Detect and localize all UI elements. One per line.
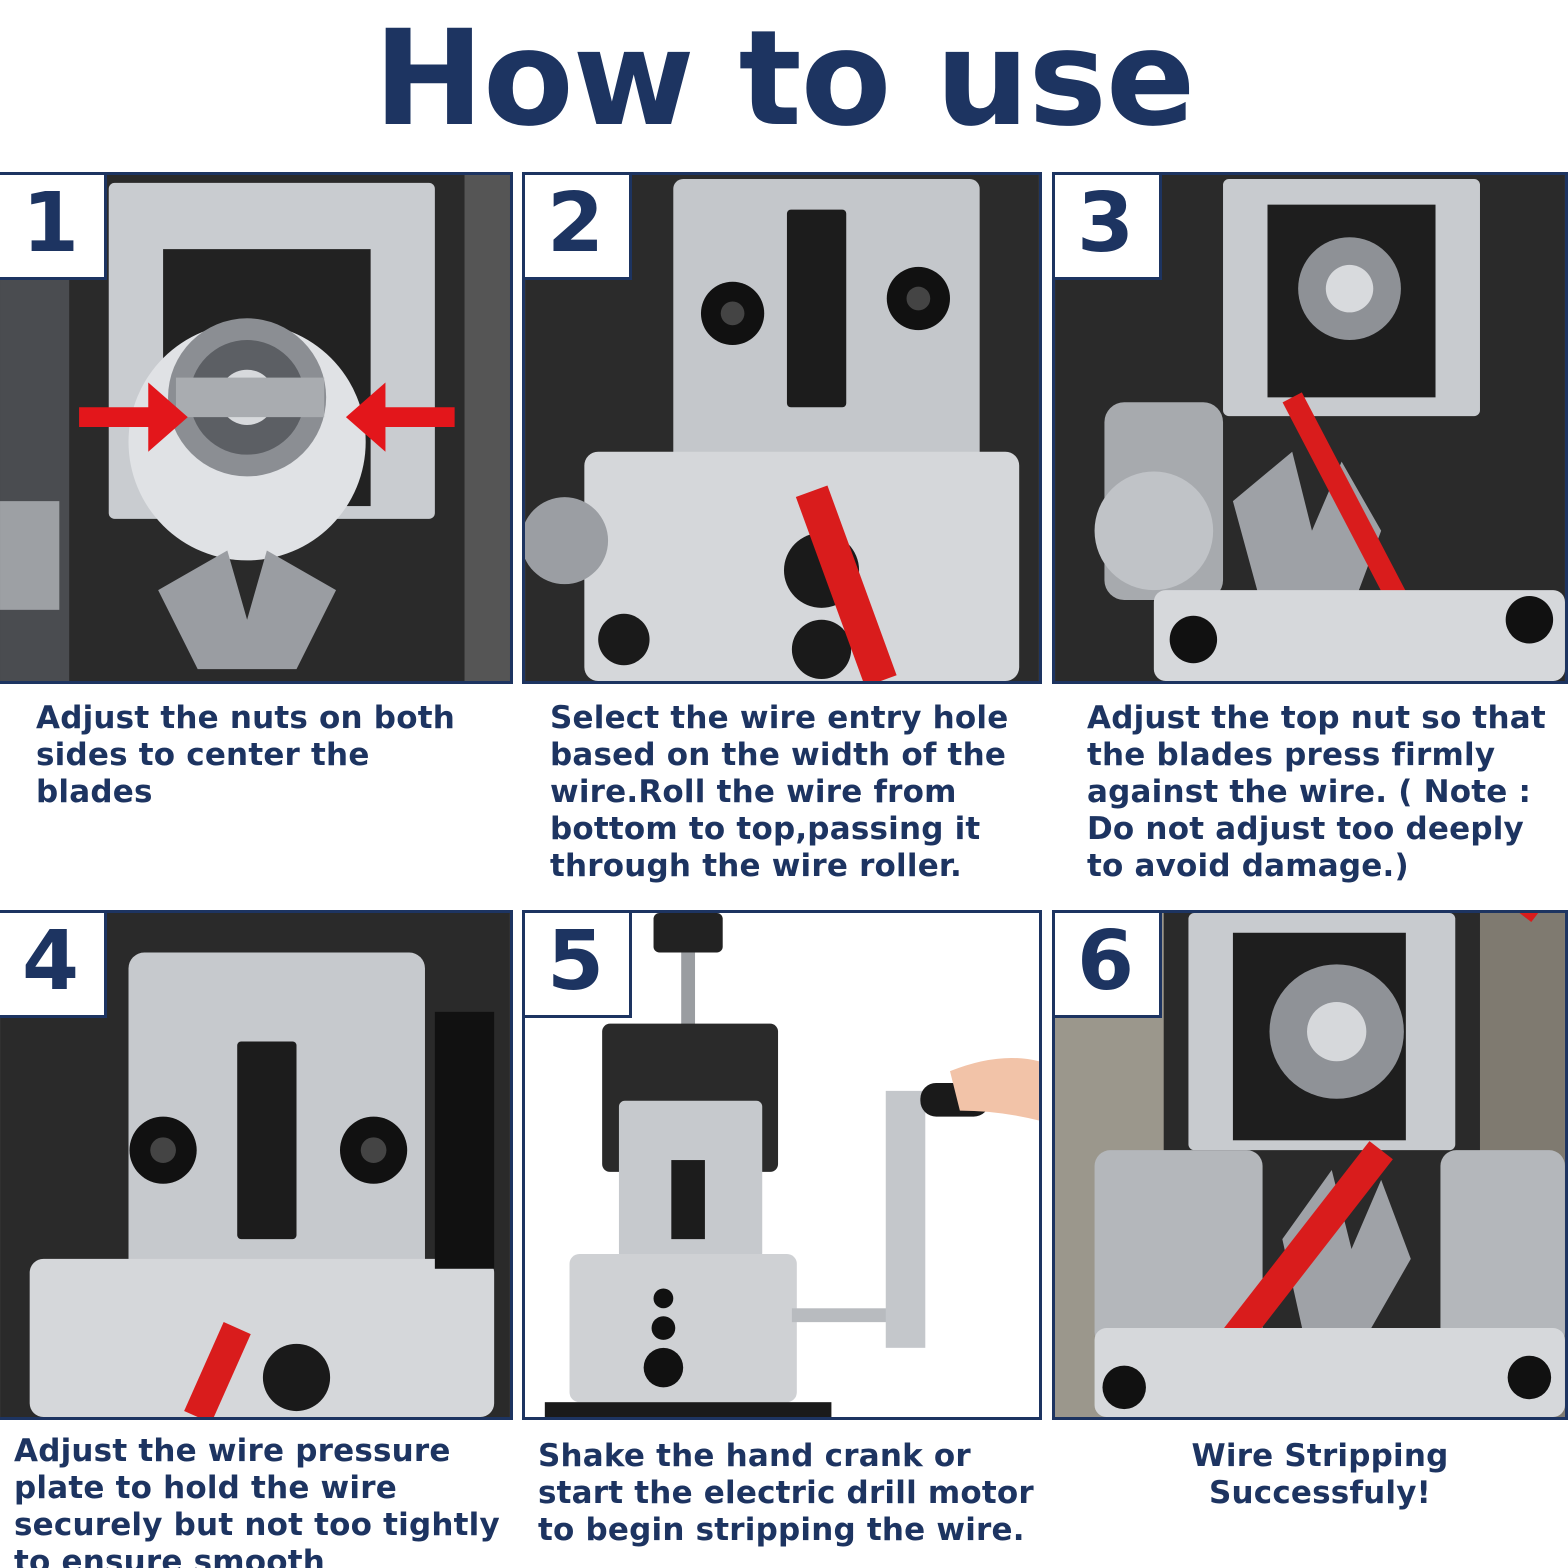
step-2-number: 2 [525,175,632,280]
step-5-caption: Shake the hand crank or start the electr… [538,1438,1034,1548]
step-6-caption: Wire Stripping Successfuly! [1191,1438,1449,1511]
step-2-illustration [525,175,1039,681]
page-title: How to use [373,2,1196,156]
step-5-photo: 5 [522,910,1042,1420]
step-3-number: 3 [1055,175,1162,280]
step-4-number: 4 [0,913,107,1018]
step-2-photo: 2 [522,172,1042,684]
step-5-number: 5 [525,913,632,1018]
step-2-caption: Select the wire entry hole based on the … [550,700,1009,884]
step-1-photo: 1 [0,172,513,684]
step-4-caption: Adjust the wire pressure plate to hold t… [14,1433,500,1568]
step-3-photo: 3 [1052,172,1568,684]
step-4-illustration [0,913,510,1417]
step-1-number: 1 [0,175,107,280]
step-1-caption: Adjust the nuts on both sides to center … [36,700,455,810]
step-3-caption: Adjust the top nut so that the blades pr… [1087,700,1546,884]
step-4-photo: 4 [0,910,513,1420]
step-6-number: 6 [1055,913,1162,1018]
step-6-photo: 6 [1052,910,1568,1420]
